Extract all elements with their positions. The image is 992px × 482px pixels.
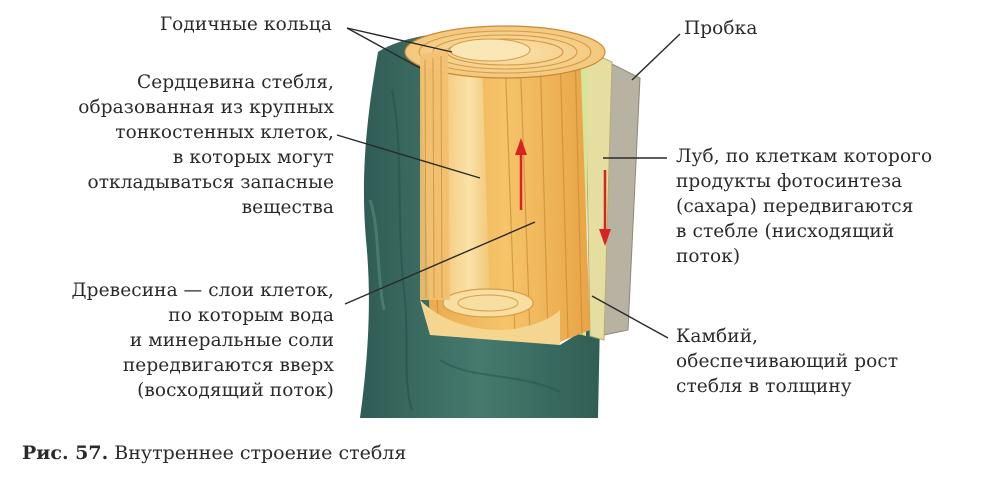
- ascending-flow-arrow: [515, 138, 527, 210]
- label-phloem: Луб, по клеткам которого продукты фотоси…: [676, 146, 933, 267]
- figure-number: Рис. 57.: [22, 442, 109, 464]
- figure-title: Внутреннее строение стебля: [114, 442, 407, 464]
- label-pith: Сердцевина стебля, образованная из крупн…: [78, 72, 334, 218]
- inner-cut-face: [420, 300, 560, 345]
- descending-flow-arrow: [599, 170, 611, 246]
- figure-caption: Рис. 57. Внутреннее строение стебля: [22, 440, 406, 466]
- leader-lines: [336, 27, 681, 339]
- pith-column: [448, 48, 490, 306]
- label-wood: Древесина — слои клеток, по которым вода…: [71, 280, 334, 401]
- label-cambium: Камбий, обеспечивающий рост стебля в тол…: [676, 326, 899, 397]
- label-annual-rings: Годичные кольца: [159, 14, 332, 35]
- label-cork: Пробка: [684, 18, 758, 39]
